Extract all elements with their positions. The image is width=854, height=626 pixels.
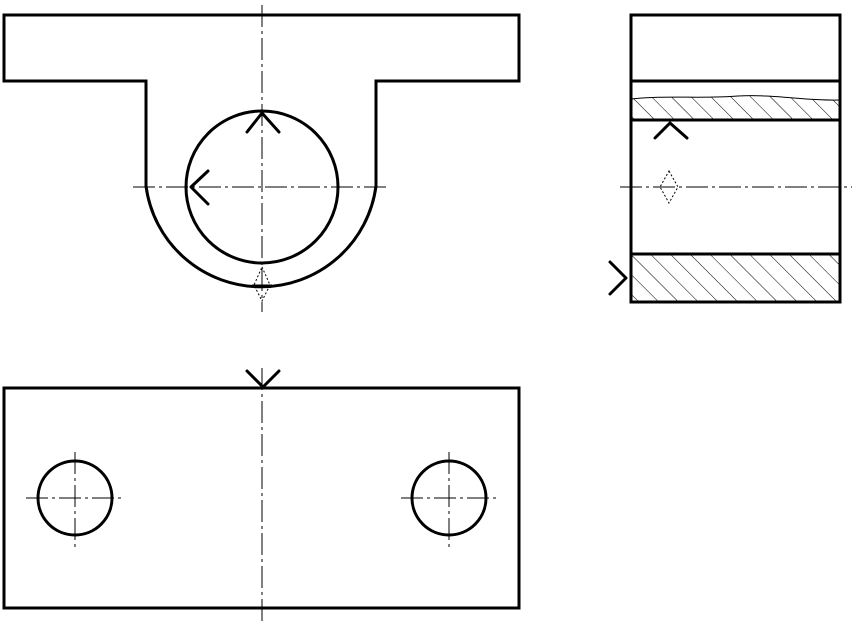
lower-hatch-area [631,254,840,302]
top-view [2,368,521,622]
side-left-viewing-mark [608,260,628,296]
side-up-viewing-mark [653,121,689,140]
upper-broken-hatch-area [631,95,840,120]
front-view [2,5,521,312]
left-viewing-mark [189,169,210,206]
right-hole [401,452,498,547]
side-section-view [608,13,852,304]
side-hidden-diamond [659,169,679,205]
front-view-outline [2,13,521,289]
left-hole [26,452,124,547]
bottom-hidden-diamond [253,265,271,303]
upper-break-line [630,95,841,101]
top-viewing-mark [245,111,281,134]
top-viewing-mark [245,369,281,389]
